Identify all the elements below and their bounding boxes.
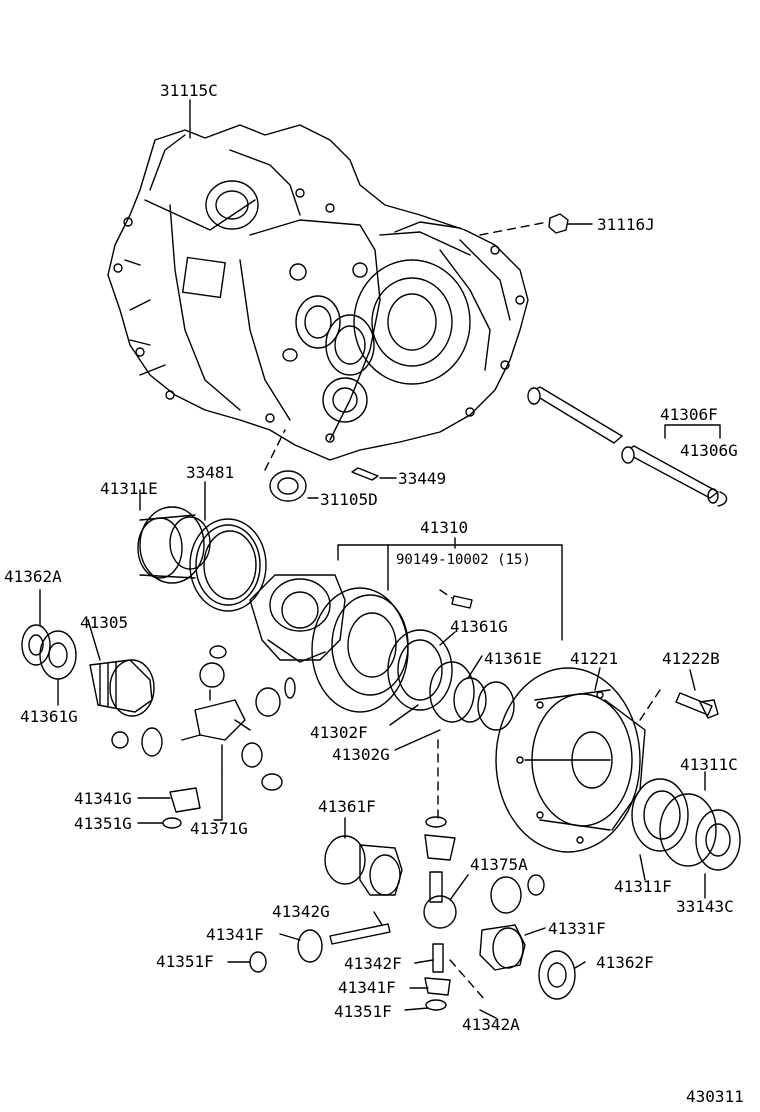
drain-plug-drawing <box>479 213 593 236</box>
label-41362A[interactable]: 41362A <box>4 567 62 586</box>
oil-seal-drawing <box>264 429 397 502</box>
label-41351F-b[interactable]: 41351F <box>334 1002 392 1021</box>
label-41351G[interactable]: 41351G <box>74 814 132 833</box>
label-31115C[interactable]: 31115C <box>160 81 218 100</box>
label-41342G[interactable]: 41342G <box>272 902 330 921</box>
drive-shaft-drawing <box>527 386 728 507</box>
pinion-spider-drawing <box>111 645 296 829</box>
label-41331F[interactable]: 41331F <box>548 919 606 938</box>
label-41375A[interactable]: 41375A <box>470 855 528 874</box>
label-31116J[interactable]: 31116J <box>597 215 655 234</box>
parts-drawing <box>21 124 741 1019</box>
label-41361E[interactable]: 41361E <box>484 649 542 668</box>
spider-gear-cluster-drawing <box>249 739 576 1019</box>
label-41311F[interactable]: 41311F <box>614 877 672 896</box>
label-31105D[interactable]: 31105D <box>320 490 378 509</box>
label-41306G[interactable]: 41306G <box>680 441 738 460</box>
label-41306F[interactable]: 41306F <box>660 405 718 424</box>
ring-gear-drawing <box>495 667 646 853</box>
label-41342F[interactable]: 41342F <box>344 954 402 973</box>
label-41310[interactable]: 41310 <box>420 518 468 537</box>
label-33481[interactable]: 33481 <box>186 463 234 482</box>
bearing-41311C-drawing <box>631 778 741 871</box>
label-41311E[interactable]: 41311E <box>100 479 158 498</box>
side-gear-41305-drawing <box>89 659 155 717</box>
shim-33481-drawing <box>189 518 267 612</box>
plug-bolt-drawing <box>439 589 473 609</box>
label-41305[interactable]: 41305 <box>80 613 128 632</box>
label-41222B[interactable]: 41222B <box>662 649 720 668</box>
figure-number: 430311 <box>686 1087 744 1106</box>
differential-case-drawing <box>249 574 346 663</box>
leader-lines <box>39 99 706 1011</box>
thrust-washers-left-drawing <box>21 624 77 680</box>
bearing-41302-drawing <box>387 629 515 731</box>
label-41341G[interactable]: 41341G <box>74 789 132 808</box>
bearing-41311E-drawing <box>137 506 211 584</box>
label-41351F-a[interactable]: 41351F <box>156 952 214 971</box>
label-41361G-left[interactable]: 41361G <box>20 707 78 726</box>
label-41302F[interactable]: 41302F <box>310 723 368 742</box>
label-41362F[interactable]: 41362F <box>596 953 654 972</box>
label-33143C[interactable]: 33143C <box>676 897 734 916</box>
label-41342A[interactable]: 41342A <box>462 1015 520 1034</box>
label-41221[interactable]: 41221 <box>570 649 618 668</box>
transaxle-case-drawing <box>107 124 529 461</box>
label-41302G[interactable]: 41302G <box>332 745 390 764</box>
label-41311C[interactable]: 41311C <box>680 755 738 774</box>
label-41371G[interactable]: 41371G <box>190 819 248 838</box>
label-41361G-mid[interactable]: 41361G <box>450 617 508 636</box>
label-33449[interactable]: 33449 <box>398 469 446 488</box>
bolt-drawing <box>639 689 719 721</box>
label-90149-10002[interactable]: 90149-10002 (15) <box>396 552 531 568</box>
label-41361F[interactable]: 41361F <box>318 797 376 816</box>
label-41341F-a[interactable]: 41341F <box>206 925 264 944</box>
part-labels: 31115C 31116J 41306F 41306G 33449 31105D… <box>4 81 744 1106</box>
label-41341F-b[interactable]: 41341F <box>338 978 396 997</box>
